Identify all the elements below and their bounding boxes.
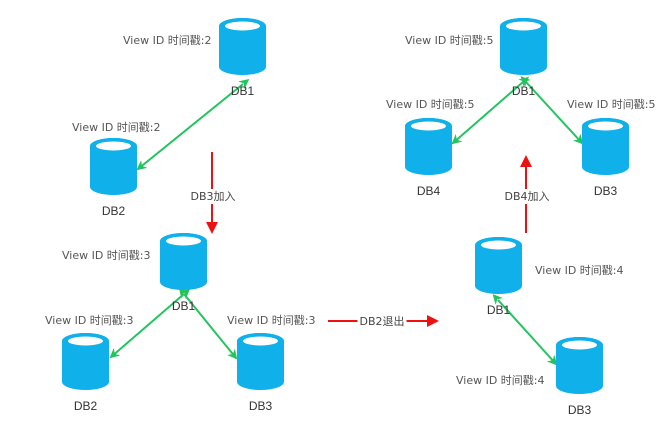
db-name: DB2: [74, 399, 98, 413]
view-id-timestamp-label: View ID 时间戳:4: [535, 264, 624, 277]
view-id-timestamp-label: View ID 时间戳:3: [227, 314, 316, 327]
db-name: DB3: [249, 399, 273, 413]
view-id-timestamp-label: View ID 时间戳:3: [45, 314, 134, 327]
db-node-p2-db2[interactable]: DB2 View ID 时间戳:3: [45, 314, 134, 413]
replication-link-p4-db1-p4-db3: [492, 294, 558, 366]
db-name: DB3: [594, 184, 618, 198]
replication-link-p2-db1-p2-db3: [178, 287, 238, 360]
database-icon-top-inner: [68, 336, 103, 346]
transitions-layer: DB3加入 DB2退出 DB4加入: [188, 152, 552, 329]
database-icon-top-inner: [588, 121, 623, 131]
db-node-p1-db2[interactable]: DB2 View ID 时间戳:2: [72, 121, 161, 218]
db-node-p2-db1[interactable]: DB1 View ID 时间戳:3: [62, 233, 207, 313]
database-icon-top-inner: [243, 336, 278, 346]
replication-link-p1-db1-p1-db2: [136, 78, 250, 171]
db-node-p3-db1[interactable]: DB1 View ID 时间戳:5: [405, 18, 547, 98]
transition-label: DB3加入: [190, 190, 235, 203]
replication-link-p2-db1-p2-db2: [109, 288, 191, 359]
db-name: DB1: [231, 84, 255, 98]
db-name: DB1: [512, 84, 536, 98]
db-node-p4-db3[interactable]: DB3 View ID 时间戳:4: [456, 337, 603, 417]
db-name: DB4: [417, 184, 441, 198]
db-node-p3-db3[interactable]: DB3 View ID 时间戳:5: [567, 98, 656, 198]
view-id-timestamp-label: View ID 时间戳:5: [405, 34, 494, 47]
db-node-p3-db4[interactable]: DB4 View ID 时间戳:5: [386, 98, 475, 198]
view-id-timestamp-label: View ID 时间戳:5: [386, 98, 475, 111]
view-id-timestamp-label: View ID 时间戳:2: [72, 121, 161, 134]
replication-link-p3-db1-p3-db4: [451, 76, 530, 145]
database-icon-top-inner: [562, 340, 597, 350]
db-node-p2-db3[interactable]: DB3 View ID 时间戳:3: [227, 314, 316, 413]
transition-t3: DB4加入: [502, 155, 552, 233]
database-icon-top-inner: [96, 141, 131, 151]
transition-t2: DB2退出: [328, 313, 439, 329]
transition-label-bg: [357, 313, 407, 329]
database-icon-top-inner: [166, 236, 201, 246]
db-node-p1-db1[interactable]: DB1 View ID 时间戳:2: [123, 18, 266, 98]
db-name: DB2: [102, 204, 126, 218]
view-id-timestamp-label: View ID 时间戳:3: [62, 249, 151, 262]
transition-t1: DB3加入: [188, 152, 238, 234]
db-name: DB1: [487, 303, 511, 317]
db-name: DB1: [172, 299, 196, 313]
database-icon-top-inner: [506, 21, 541, 31]
links-layer: [109, 76, 584, 366]
transition-label-bg: [188, 189, 238, 204]
transition-label: DB4加入: [504, 190, 549, 203]
view-id-timestamp-label: View ID 时间戳:5: [567, 98, 656, 111]
db-node-p4-db1[interactable]: DB1 View ID 时间戳:4: [475, 237, 624, 317]
db-name: DB3: [568, 403, 592, 417]
database-icon-top-inner: [411, 121, 446, 131]
database-icon-top-inner: [481, 240, 516, 250]
database-icon-top-inner: [225, 21, 260, 31]
transition-label: DB2退出: [359, 314, 404, 328]
view-id-timestamp-label: View ID 时间戳:4: [456, 374, 545, 387]
transition-label-bg: [502, 189, 552, 204]
view-id-timestamp-label: View ID 时间戳:2: [123, 34, 212, 47]
replication-link-p3-db1-p3-db3: [520, 76, 584, 145]
